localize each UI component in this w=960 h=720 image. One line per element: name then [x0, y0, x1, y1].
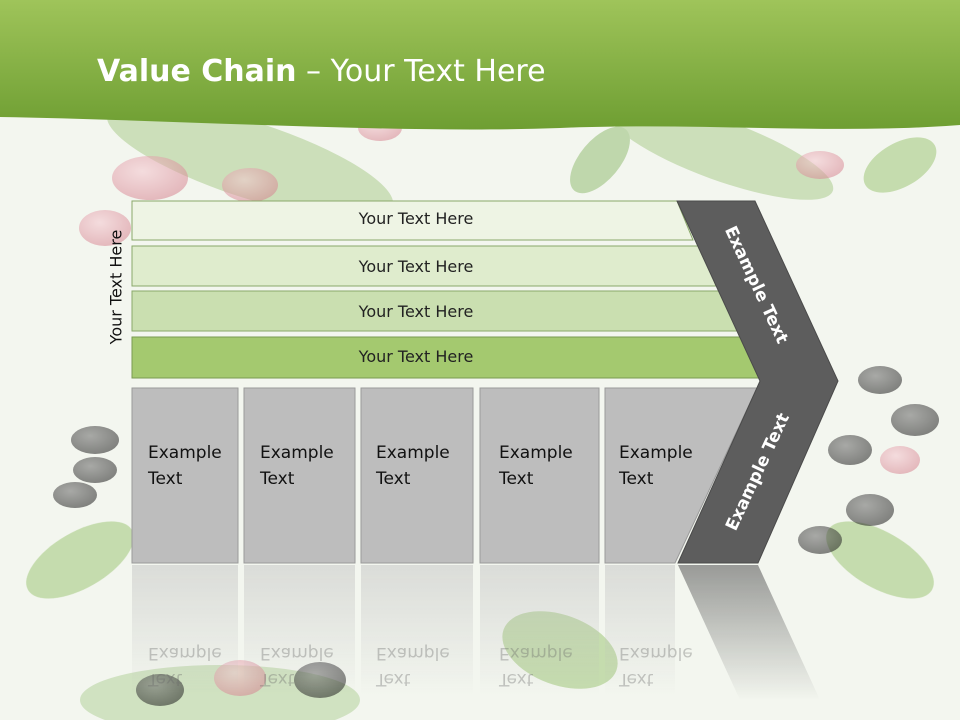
box-3: [360, 387, 474, 564]
bar-2-label: Your Text Here: [358, 257, 474, 276]
box-1: [131, 387, 239, 564]
reflection-2-line2: Text: [260, 669, 295, 689]
reflection-4-line1: Example: [499, 643, 573, 663]
reflection-3-line2: Text: [376, 669, 411, 689]
bar-4-label: Your Text Here: [358, 347, 474, 366]
chevron-arrow: [676, 200, 839, 564]
reflection-text-2: Text Example: [260, 640, 360, 692]
reflection-text-1: Text Example: [148, 640, 248, 692]
reflection-text-3: Text Example: [376, 640, 476, 692]
box-5-line1: Example: [619, 443, 693, 463]
box-4: [479, 387, 600, 564]
bar-1: [131, 200, 694, 241]
box-3-line1: Example: [376, 443, 450, 463]
box-1-line2: Text: [148, 469, 183, 489]
reflection-2-line1: Example: [260, 643, 334, 663]
title-rest: Your Text Here: [330, 54, 546, 89]
reflection: [132, 565, 820, 700]
reflection-3-line1: Example: [376, 643, 450, 663]
reflection-5-line1: Example: [619, 643, 693, 663]
box-2-line1: Example: [260, 443, 334, 463]
box-3-line2: Text: [376, 469, 411, 489]
reflection-5-line2: Text: [619, 669, 654, 689]
bar-3-label: Your Text Here: [358, 302, 474, 321]
reflection-text-5: Text Example: [619, 640, 719, 692]
box-5: [604, 387, 758, 564]
box-4-line1: Example: [499, 443, 573, 463]
reflection-text-4: Text Example: [499, 640, 599, 692]
reflection-1-line1: Example: [148, 643, 222, 663]
box-2-line2: Text: [260, 469, 295, 489]
box-4-line2: Text: [499, 469, 534, 489]
reflection-1-line2: Text: [148, 669, 183, 689]
box-1-line1: Example: [148, 443, 222, 463]
title-separator: –: [296, 54, 331, 89]
page-title: Value Chain – Your Text Here: [97, 54, 546, 89]
bar-1-label: Your Text Here: [358, 209, 474, 228]
box-5-line2: Text: [619, 469, 654, 489]
vertical-label: Your Text Here: [106, 229, 126, 345]
box-2: [243, 387, 356, 564]
title-bold: Value Chain: [97, 54, 297, 89]
reflection-4-line2: Text: [499, 669, 534, 689]
